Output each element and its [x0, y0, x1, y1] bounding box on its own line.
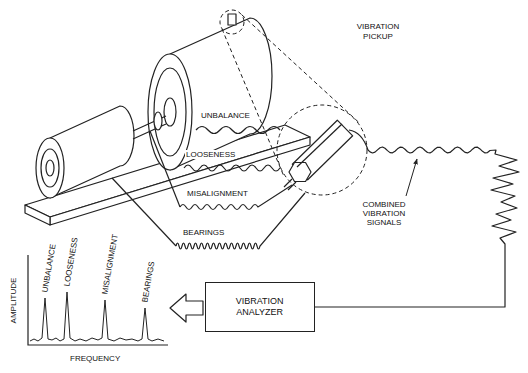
pickup-ridge	[297, 124, 342, 167]
signal-leader	[406, 159, 417, 196]
base-plate	[25, 205, 50, 225]
pump-face	[164, 98, 176, 126]
peak-label: BEARINGS	[140, 260, 156, 304]
unbalance-wave	[196, 127, 280, 134]
axis-label: FREQUENCY	[69, 354, 121, 363]
motor-face	[46, 160, 54, 176]
pickup-body	[292, 120, 352, 180]
fault-label: LOOSENESS	[185, 150, 236, 159]
detail-circle-outline	[276, 104, 368, 196]
pump-body	[170, 18, 272, 170]
fault-label: MISALIGNMENT	[186, 189, 249, 198]
detail-circle-outline	[277, 105, 367, 195]
output-arrow	[170, 294, 203, 322]
pump-face	[154, 68, 186, 156]
analyzer-label: VIBRATION ANALYZER	[220, 296, 300, 317]
pickup-label: VIBRATION PICKUP	[350, 22, 406, 41]
peak-label: UNBALANCE	[40, 242, 58, 294]
wave-leader	[112, 178, 176, 246]
base-plate	[25, 125, 310, 217]
motor-face	[41, 149, 59, 187]
sensor	[228, 14, 236, 25]
pickup-hex	[289, 163, 311, 182]
motor-body	[50, 106, 134, 198]
axis-label: AMPLITUDE	[9, 276, 18, 324]
pickup-stud	[284, 179, 296, 190]
shaft	[133, 116, 166, 139]
signal-label: COMBINED VIBRATION SIGNALS	[352, 200, 416, 227]
motor-face	[36, 138, 64, 198]
analyzer-box: VIBRATION ANALYZER	[205, 282, 315, 332]
detail-circle	[220, 10, 244, 34]
fault-label: BEARINGS	[182, 228, 225, 237]
peak-label: LOOSENESS	[62, 236, 80, 288]
bearings-wave	[176, 193, 305, 249]
pickup-cable	[349, 130, 368, 150]
signal-cable	[315, 147, 519, 307]
base-plate	[50, 137, 310, 225]
detail-line	[242, 15, 360, 124]
pickup-detail-circle: VIBRATION PICKUP	[276, 104, 368, 196]
misalignment-wave	[180, 185, 292, 210]
peak-label: MISALIGNMENT	[100, 232, 120, 296]
looseness-wave	[184, 165, 280, 171]
fault-label: UNBALANCE	[200, 111, 251, 120]
wave-leader	[150, 131, 180, 207]
coupling	[154, 112, 162, 130]
